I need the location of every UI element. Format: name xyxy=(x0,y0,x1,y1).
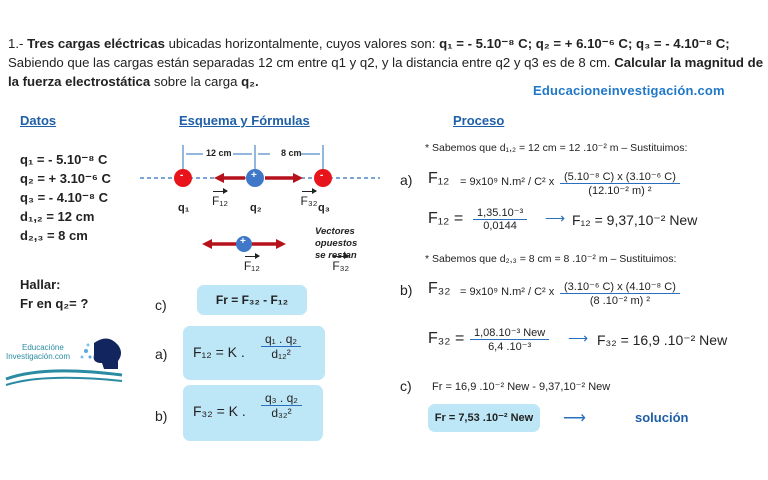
dist-23: 8 cm xyxy=(281,148,302,158)
problem-bold-1: Tres cargas eléctricas xyxy=(27,36,165,51)
formula-c-label: c) xyxy=(155,297,167,313)
vector-note-1: Vectores xyxy=(315,226,355,237)
proceso-b-k: = 9x10⁹ N.m² / C² x xyxy=(460,286,555,298)
proceso-a-num: (5.10⁻⁸ C) x (3.10⁻⁶ C) xyxy=(560,170,680,184)
dist-12: 12 cm xyxy=(206,148,232,158)
proceso-b-num2: 1,08.10⁻³ New xyxy=(470,326,550,340)
proceso-c-label: c) xyxy=(400,378,412,394)
formula-c-box: Fr = F₃₂ - F₁₂ xyxy=(197,285,307,315)
proceso-c-expr: Fr = 16,9 .10⁻² New - 9,37,10⁻² New xyxy=(432,381,611,393)
datos-list: q₁ = - 5.10⁻⁸ C q₂ = + 3.10⁻⁶ C q₃ = - 4… xyxy=(20,150,111,245)
logo-line2: Investigación.com xyxy=(6,352,71,361)
logo: Educacióne Investigación.com xyxy=(4,335,124,386)
problem-bold-2: Calcular la magnitud de la fuerza electr… xyxy=(8,55,764,89)
proceso-note-1: * Sabemos que d₁,₂ = 12 cm = 12 .10⁻² m … xyxy=(425,142,688,154)
formula-a-lhs: F₁₂ = K . xyxy=(193,344,245,360)
q2-label: q₂ xyxy=(250,202,262,214)
site-link[interactable]: Educacioneinvestigación.com xyxy=(533,83,725,98)
f12-label-2: F₁₂ xyxy=(243,253,260,273)
solution-label: solución xyxy=(635,410,689,425)
formula-a-num: q₁ . q₂ xyxy=(261,332,302,347)
f32-label-2: F₃₂ xyxy=(332,253,350,273)
proceso-a-lhs2: F₁₂ = xyxy=(428,210,464,227)
arrow-icon: ⟶ xyxy=(545,210,566,226)
proceso-b-den2: 6,4 .10⁻³ xyxy=(488,341,532,353)
problem-bold-3: q₂. xyxy=(241,74,259,89)
problem-text-3: sobre la carga xyxy=(150,74,242,89)
formula-b-lhs: F₃₂ = K . xyxy=(193,403,246,419)
proceso-note-2: * Sabemos que d₂,₃ = 8 cm = 8 .10⁻² m – … xyxy=(425,253,677,265)
proceso-a-den2: 0,0144 xyxy=(483,220,517,232)
hallar-block: Hallar: Fr en q₂= ? xyxy=(20,275,88,313)
q1-label: q₁ xyxy=(178,202,190,214)
formula-a-den: d₁₂² xyxy=(271,347,291,361)
formula-a-box: F₁₂ = K . q₁ . q₂ d₁₂² xyxy=(183,326,325,380)
dato-q1: q₁ = - 5.10⁻⁸ C xyxy=(20,152,108,167)
hallar-label: Hallar: xyxy=(20,277,61,292)
section-proceso: Proceso xyxy=(453,113,505,128)
proceso-a-frac: (5.10⁻⁸ C) x (3.10⁻⁶ C) (12.10⁻² m) ² xyxy=(560,170,680,197)
formula-b-label: b) xyxy=(155,408,168,424)
proceso-a-result: F₁₂ = 9,37,10⁻² New xyxy=(572,212,698,228)
q3-sign: - xyxy=(320,170,324,181)
proceso-a-den: (12.10⁻² m) ² xyxy=(588,185,652,197)
proceso-a-k: = 9x10⁹ N.m² / C² x xyxy=(460,176,555,188)
formula-b-frac: q₃ . q₂ d₃₂² xyxy=(261,391,302,420)
dato-q3: q₃ = - 4.10⁻⁸ C xyxy=(20,190,109,205)
q2-sign: + xyxy=(251,170,257,181)
hallar-question: Fr en q₂= ? xyxy=(20,296,89,311)
dato-d12: d₁,₂ = 12 cm xyxy=(20,209,95,224)
proceso-b-den: (8 .10⁻² m) ² xyxy=(589,295,651,307)
charge-diagram: 12 cm 8 cm - + - + F₁₂ F₃₂ q₁ q₂ q₃ F₁₂ … xyxy=(140,140,380,280)
logo-line1: Educacióne xyxy=(22,343,64,352)
section-esquema: Esquema y Fórmulas xyxy=(179,113,310,128)
proceso-b-lhs2: F₃₂ = xyxy=(428,330,465,347)
formula-a-label: a) xyxy=(155,346,168,362)
proceso-b-lhs: F₃₂ xyxy=(428,280,451,297)
section-datos: Datos xyxy=(20,113,57,128)
q3-label: q₃ xyxy=(318,202,330,214)
arrow-icon: ⟶ xyxy=(568,330,589,346)
proceso-a-frac2: 1,35.10⁻³ 0,0144 xyxy=(473,206,528,232)
proceso-b-frac2: 1,08.10⁻³ New 6,4 .10⁻³ xyxy=(470,326,550,353)
problem-statement: 1.- Tres cargas eléctricas ubicadas hori… xyxy=(8,34,768,91)
formula-b-num: q₃ . q₂ xyxy=(261,391,302,406)
proceso-a-label: a) xyxy=(400,172,413,188)
proceso-b-frac: (3.10⁻⁶ C) x (4.10⁻⁸ C) (8 .10⁻² m) ² xyxy=(560,280,680,307)
logo-graphic-icon xyxy=(5,338,123,386)
proceso-b-label: b) xyxy=(400,282,413,298)
f12-label: F₁₂ xyxy=(212,188,229,208)
vector-note: Vectores opuestos se restan xyxy=(315,226,357,262)
problem-number: 1.- xyxy=(8,36,24,51)
arrow-icon: ⟶ xyxy=(563,410,586,427)
dato-q2: q₂ = + 3.10⁻⁶ C xyxy=(20,171,111,186)
problem-text-1: ubicadas horizontalmente, cuyos valores … xyxy=(164,36,440,51)
proceso-a-num2: 1,35.10⁻³ xyxy=(473,206,528,220)
formula-b-den: d₃₂² xyxy=(271,406,292,420)
formula-a-frac: q₁ . q₂ d₁₂² xyxy=(261,332,302,361)
final-result-box: Fr = 7,53 .10⁻² New xyxy=(428,404,540,432)
dato-d23: d₂,₃ = 8 cm xyxy=(20,228,88,243)
formula-b-box: F₃₂ = K . q₃ . q₂ d₃₂² xyxy=(183,385,323,441)
problem-text-2: Sabiendo que las cargas están separadas … xyxy=(8,55,615,70)
proceso-b-num: (3.10⁻⁶ C) x (4.10⁻⁸ C) xyxy=(560,280,680,294)
q1-sign: - xyxy=(180,170,184,181)
proceso-b-result: F₃₂ = 16,9 .10⁻² New xyxy=(597,332,728,348)
problem-charges: q₁ = - 5.10⁻⁸ C; q₂ = + 6.10⁻⁶ C; q₃ = -… xyxy=(439,36,730,51)
proceso-a-lhs: F₁₂ xyxy=(428,170,450,187)
f32-label: F₃₂ xyxy=(300,188,318,208)
q2b-sign: + xyxy=(240,236,246,247)
vector-note-3: se restan xyxy=(315,250,357,261)
vector-note-2: opuestos xyxy=(315,238,358,249)
diagram-graphic xyxy=(140,145,380,252)
